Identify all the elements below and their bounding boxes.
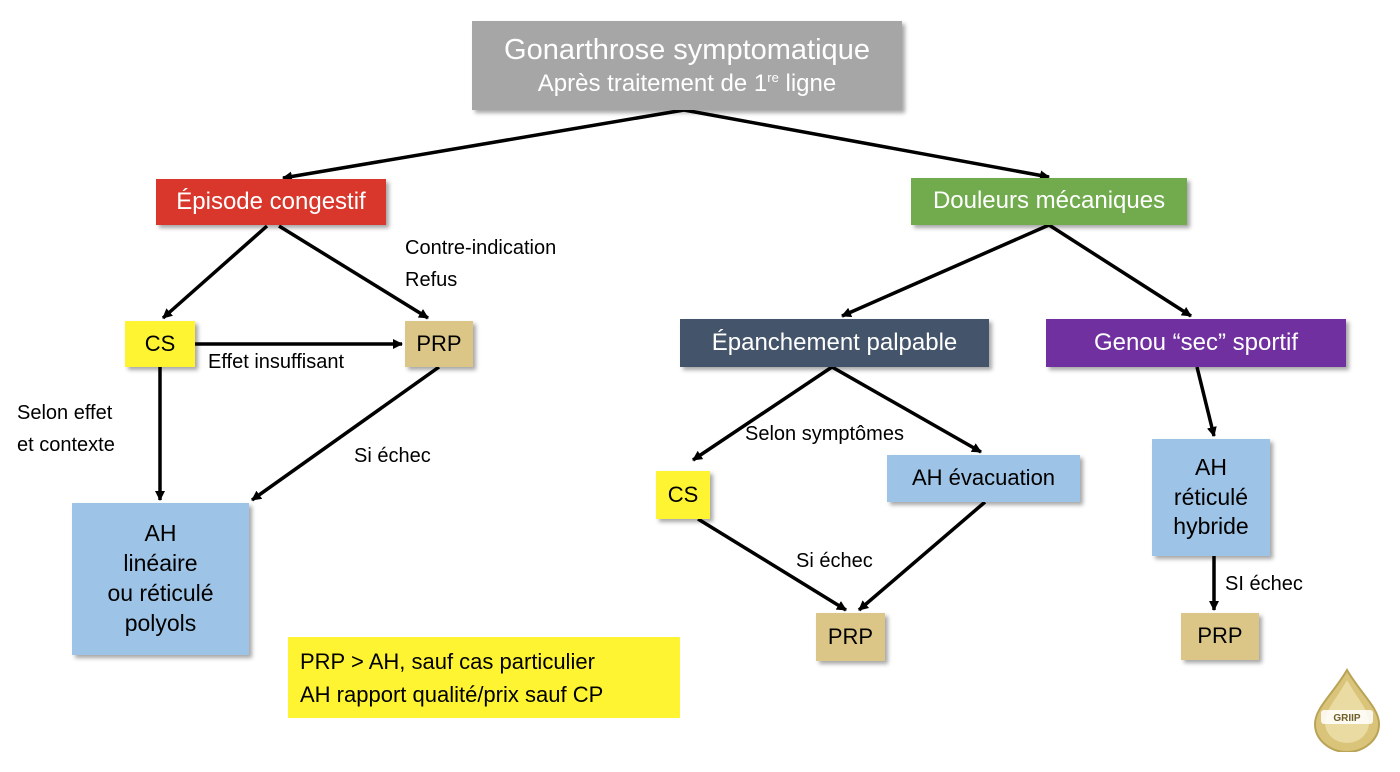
label-si-echec-left: Si échec xyxy=(354,445,431,467)
prp-middle-node: PRP xyxy=(816,613,885,661)
edge-epanchement-ahevac xyxy=(831,365,982,454)
root-node: Gonarthrose symptomatique Après traiteme… xyxy=(472,21,902,110)
genou-sec-sportif-label: Genou “sec” sportif xyxy=(1093,328,1299,356)
ah-lineaire-line: ou réticulé xyxy=(107,580,214,606)
label-si-echec-middle: Si échec xyxy=(796,550,873,572)
edge-ahevac-prp-middle xyxy=(857,500,987,612)
ah-lineaire-line: linéaire xyxy=(123,550,198,577)
cs-left-label: CS xyxy=(144,330,176,356)
prp-left-node: PRP xyxy=(405,321,473,367)
epanchement-palpable-label: Épanchement palpable xyxy=(711,328,958,356)
prp-middle-label: PRP xyxy=(827,623,874,649)
cs-right-node: CS xyxy=(656,471,710,519)
label-contre-indication: Contre-indication Refus xyxy=(405,232,556,296)
cs-left-node: CS xyxy=(125,321,195,367)
label-effet-insuffisant: Effet insuffisant xyxy=(208,351,345,373)
label-line: et contexte xyxy=(17,434,115,456)
root-title: Gonarthrose symptomatique xyxy=(504,33,870,66)
summary-note-line: AH rapport qualité/prix sauf CP xyxy=(300,681,604,707)
edge-congestif-cs xyxy=(161,224,269,320)
summary-note-line: PRP > AH, sauf cas particulier xyxy=(300,648,595,674)
edge-prp-ah xyxy=(250,365,441,502)
genou-sec-sportif-node: Genou “sec” sportif xyxy=(1046,319,1346,367)
label-line: Refus xyxy=(405,269,458,291)
label-si-echec-right: SI échec xyxy=(1225,573,1303,595)
edge-root-mecaniques xyxy=(683,108,1050,181)
ah-hybride-line: AH xyxy=(1195,453,1227,480)
edge-epanchement-cs xyxy=(692,365,833,462)
cs-right-label: CS xyxy=(667,481,699,507)
ah-lineaire-line: AH xyxy=(144,520,177,547)
prp-right-label: PRP xyxy=(1197,623,1243,649)
episode-congestif-node: Épisode congestif xyxy=(156,179,386,225)
logo-text: GRIIP xyxy=(1333,713,1361,724)
epanchement-palpable-node: Épanchement palpable xyxy=(680,319,989,367)
drop-icon: GRIIP xyxy=(1313,668,1381,752)
edge-genou-ah xyxy=(1195,366,1217,437)
edge-root-congestif xyxy=(282,108,685,182)
label-line: Contre-indication xyxy=(405,237,557,259)
ah-lineaire-line: polyols xyxy=(124,609,197,636)
prp-left-label: PRP xyxy=(416,330,462,356)
summary-note: PRP > AH, sauf cas particulier AH rappor… xyxy=(288,637,680,718)
ah-lineaire-node: AH linéaire ou réticulé polyols xyxy=(72,503,249,655)
prp-right-node: PRP xyxy=(1181,613,1259,660)
ah-evacuation-label: AH évacuation xyxy=(911,465,1056,491)
douleurs-mecaniques-label: Douleurs mécaniques xyxy=(932,187,1166,215)
ah-hybride-line: hybride xyxy=(1173,513,1249,540)
ah-hybride-line: réticulé xyxy=(1173,483,1249,510)
edge-congestif-prp xyxy=(278,224,429,320)
douleurs-mecaniques-node: Douleurs mécaniques xyxy=(911,178,1187,225)
edge-mecaniques-genou xyxy=(1048,223,1192,318)
edge-cs-prp-middle xyxy=(697,517,847,612)
episode-congestif-label: Épisode congestif xyxy=(176,187,366,215)
label-selon-effet: Selon effet et contexte xyxy=(17,397,115,461)
edge-mecaniques-epanchement xyxy=(841,223,1050,318)
label-line: Selon effet xyxy=(17,402,113,424)
root-subtitle: Après traitement de 1re ligne xyxy=(537,69,837,97)
label-selon-symptomes: Selon symptômes xyxy=(745,423,904,445)
ah-evacuation-node: AH évacuation xyxy=(887,455,1080,502)
ah-hybride-node: AH réticulé hybride xyxy=(1152,439,1270,556)
